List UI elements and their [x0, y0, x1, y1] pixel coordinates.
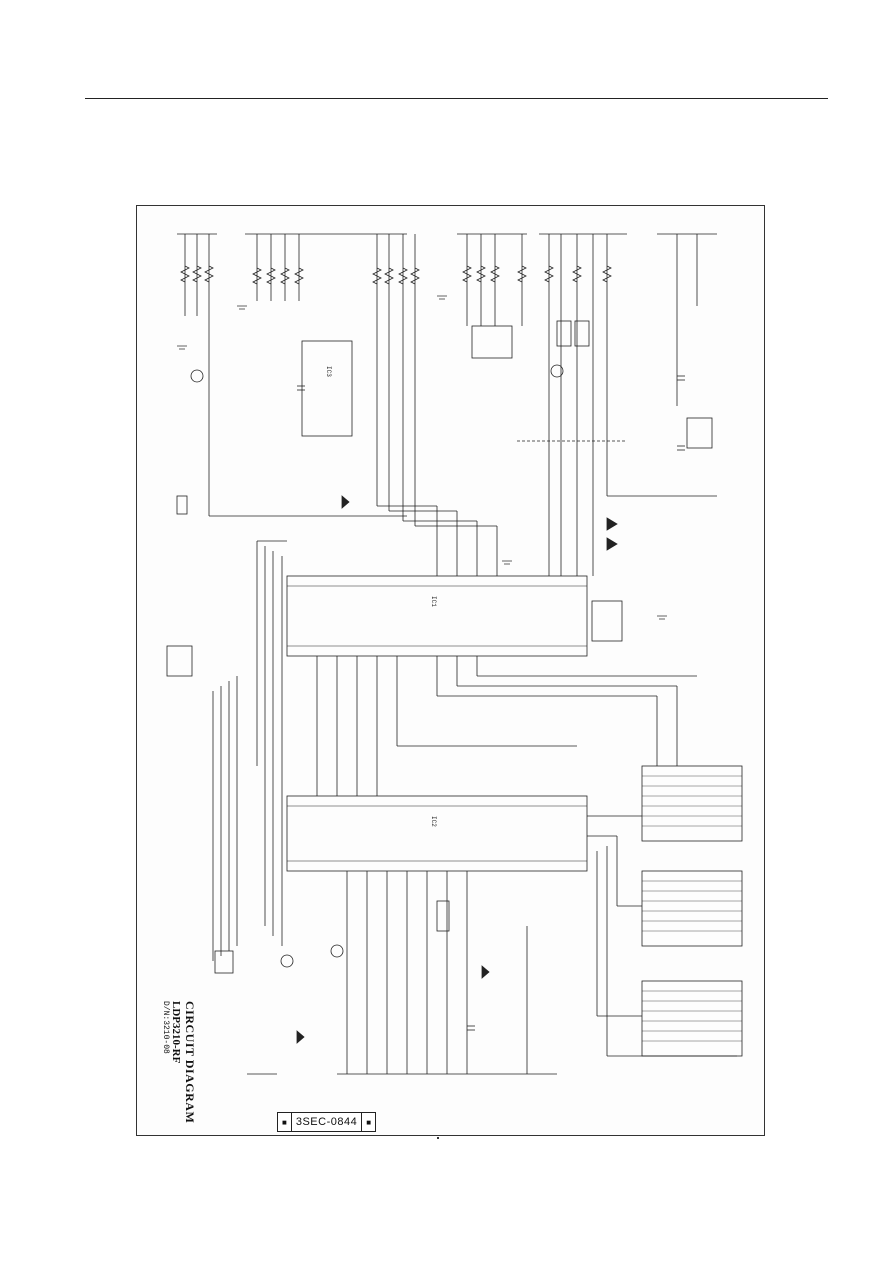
diagram-model: LDP3210-RF	[170, 1001, 182, 1064]
document-number: 3SEC-0844	[292, 1113, 363, 1131]
page-mark	[437, 1137, 439, 1139]
document-number-box: ■ 3SEC-0844 ■	[277, 1112, 377, 1132]
top-rule	[85, 98, 828, 99]
diagram-title: CIRCUIT DIAGRAM	[183, 1001, 197, 1124]
schematic-sheet: IC1 IC2 IC3 CIRCUIT DIAGRAM LDP3210-RF D…	[136, 205, 765, 1136]
drawing-number: D/N:3210-08	[161, 1001, 170, 1054]
schematic-wiring	[166, 233, 743, 1075]
ic2-label: IC2	[430, 816, 437, 827]
doc-box-left: ■	[278, 1113, 292, 1131]
doc-box-right: ■	[366, 1117, 372, 1127]
ic3-label: IC3	[325, 366, 332, 377]
ic1-label: IC1	[430, 596, 437, 607]
title-block: CIRCUIT DIAGRAM LDP3210-RF D/N:3210-08	[149, 1001, 209, 1123]
